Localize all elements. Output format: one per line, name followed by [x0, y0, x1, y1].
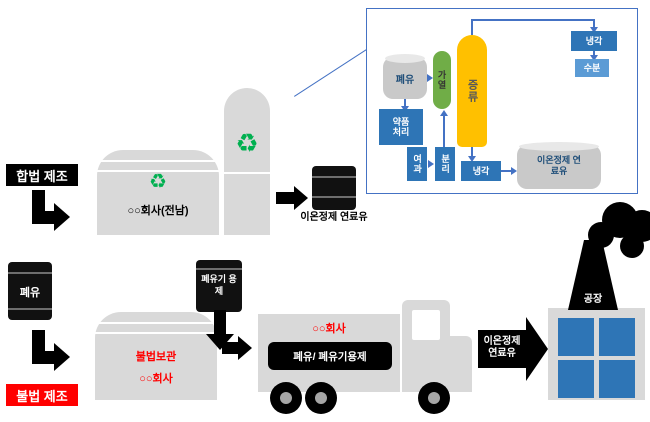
refined-fuel-drum-label: 이온정제 연료유	[300, 212, 368, 223]
refined-fuel-drum	[312, 166, 356, 210]
illegal-bent-arrow-head	[54, 343, 70, 371]
legal-tank: ♻ ○○회사(전남)	[97, 150, 219, 235]
connector-head-right	[511, 167, 517, 175]
connector-distill-to-cooling-bottom	[471, 147, 473, 157]
drum-ridge	[312, 176, 356, 178]
factory-window	[599, 360, 635, 398]
truck-company-label: ○○회사	[312, 323, 346, 335]
connector-separation-to-heating	[443, 116, 445, 147]
connector-head-down	[590, 55, 598, 61]
connector-to-cooling-top	[593, 21, 595, 29]
tank-stripe	[95, 332, 217, 334]
truck-wheel	[305, 382, 337, 414]
drum-ridge	[312, 196, 356, 198]
truck-wheel	[270, 382, 302, 414]
tank-stripe	[95, 322, 217, 324]
truck-wheel	[418, 382, 450, 414]
illegal-tank-line1: 불법보관	[135, 351, 177, 363]
inset-pointer-line	[294, 46, 371, 97]
refined-fuel-cylinder: 이온정제 연료유	[517, 142, 601, 189]
transfer-arrow-label: 이온정제 연료유	[483, 336, 521, 359]
solvent-arrow-shaft	[214, 310, 226, 334]
waste-oil-drum-label: 폐유	[19, 287, 41, 299]
factory-window	[599, 318, 635, 356]
arrow-to-truck-shaft	[222, 342, 238, 354]
solvent-drum: 폐유기 용제	[196, 260, 242, 312]
transfer-arrow-shaft: 이온정제 연료유	[478, 330, 526, 368]
illegal-tank: 불법보관 ○○회사	[95, 312, 217, 400]
illegal-bent-arrow-shaft-h	[32, 351, 54, 364]
waste-oil-label: 폐유	[395, 75, 415, 86]
truck-window	[412, 310, 440, 340]
truck-cargo: ○○회사 폐유/ 폐유기용제	[258, 314, 400, 392]
smoke-puff	[620, 234, 644, 258]
truck-cab	[402, 300, 450, 392]
arrow-to-drum-head	[294, 186, 308, 210]
connector-distill-up	[471, 19, 473, 35]
filtration-box: 여과	[407, 147, 427, 181]
refined-fuel-cyl-label: 이온정제 연료유	[537, 155, 581, 177]
connector-filtration-to-separation	[428, 160, 434, 168]
illegal-tank-line2: ○○회사	[139, 373, 173, 385]
connector-cooling-to-refined	[501, 170, 513, 172]
legal-bent-arrow-shaft-h	[32, 211, 54, 224]
separation-box: 분리	[435, 147, 455, 181]
connector-waste-to-chemical	[404, 99, 406, 107]
connector-head-down	[590, 27, 598, 33]
legal-bent-arrow-head	[54, 203, 70, 231]
drum-ridge	[8, 272, 52, 274]
waste-oil-drum: 폐유	[8, 262, 52, 320]
illegal-label: 불법 제조	[6, 384, 78, 406]
factory-chimney: 공장	[568, 240, 618, 310]
truck-hood	[450, 336, 472, 392]
recycle-icon: ♻	[235, 128, 259, 158]
arrow-to-drum-shaft	[276, 192, 294, 204]
process-inset: 폐유 가열 증류 냉각 수분 약품처리 여과 분리 냉각 이온정제 연료유	[366, 8, 638, 194]
cooling-box-top: 냉각	[571, 31, 617, 51]
connector-top-horizontal	[471, 19, 595, 21]
legal-label: 합법 제조	[6, 164, 78, 186]
tower: ♻	[224, 88, 270, 235]
arrow-to-truck-head	[238, 336, 252, 360]
recycle-icon: ♻	[149, 171, 167, 193]
cooling-box-bottom: 냉각	[461, 161, 501, 181]
connector-head-down	[468, 156, 476, 162]
solvent-drum-text: 폐유기 용제	[201, 274, 237, 296]
drum-ridge	[196, 268, 242, 270]
waste-oil-cylinder: 폐유	[383, 54, 427, 99]
connector-head-up	[440, 110, 448, 116]
tower-stripe	[224, 172, 270, 174]
factory-label: 공장	[583, 294, 603, 305]
tank-stripe	[97, 170, 219, 172]
tank-stripe	[97, 160, 219, 162]
moisture-box: 수분	[575, 59, 609, 77]
transfer-arrow-head	[526, 317, 548, 381]
heating-box: 가열	[433, 51, 451, 109]
connector-cooling-to-moisture	[593, 51, 595, 56]
chemical-treatment-label: 약품처리	[392, 116, 410, 137]
factory-window	[558, 318, 594, 356]
legal-tank-name: ○○회사(전남)	[127, 205, 189, 217]
solvent-drum-label: 폐유기 용제	[196, 274, 242, 297]
drum-ridge	[8, 308, 52, 310]
chemical-treatment-box: 약품처리	[379, 109, 423, 145]
distillation-column: 증류	[457, 35, 487, 147]
truck-cargo-label: 폐유/ 폐유기용제	[268, 342, 392, 370]
factory-window	[558, 360, 594, 398]
connector-waste-to-heating	[427, 74, 433, 82]
